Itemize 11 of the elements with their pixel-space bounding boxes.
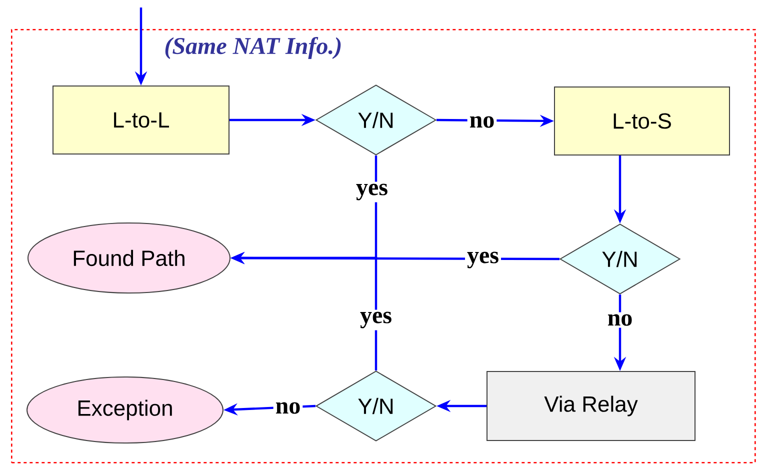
process-box: Via Relay xyxy=(486,371,696,441)
edge-label: no xyxy=(273,400,303,416)
edge-label: yes xyxy=(465,250,501,270)
process-box: L-to-S xyxy=(554,86,730,156)
edge-label: yes xyxy=(358,310,394,330)
frame-title: (Same NAT Info.) xyxy=(165,37,341,59)
edge-label: no xyxy=(467,114,497,130)
process-box: L-to-L xyxy=(52,86,230,154)
dashed-frame xyxy=(11,29,756,464)
edge-label: yes xyxy=(354,182,390,202)
edge-label: no xyxy=(605,312,635,328)
